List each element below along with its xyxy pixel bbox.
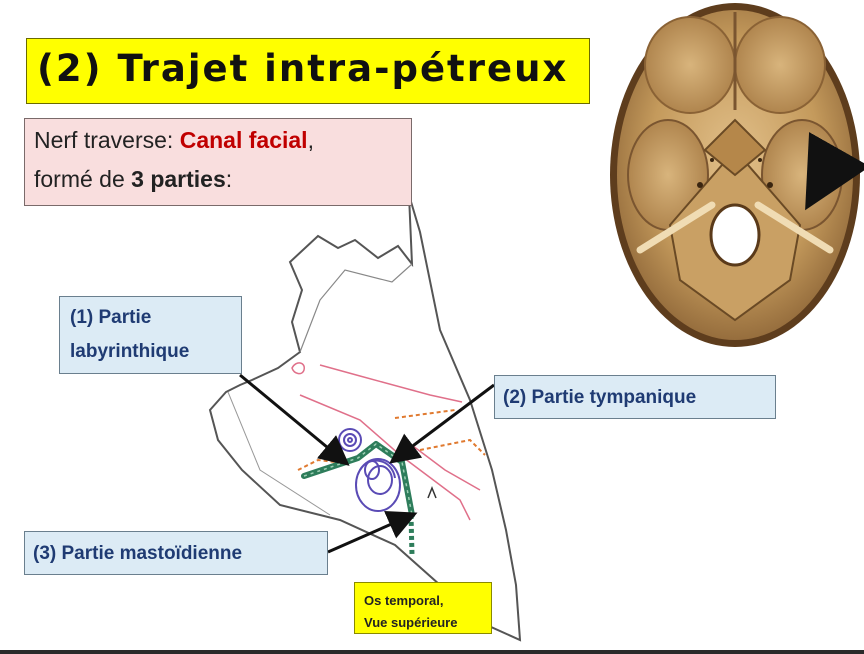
slide-title-box: (2) Trajet intra-pétreux bbox=[26, 38, 590, 104]
label-mastoidienne-text: (3) Partie mastoïdienne bbox=[33, 543, 243, 564]
intro-line-2: formé de 3 parties: bbox=[34, 166, 232, 193]
skull-base-image bbox=[610, 3, 864, 347]
semicircular-canals bbox=[355, 458, 401, 512]
pointer-arrow-icon bbox=[805, 132, 864, 211]
intro-line2-prefix: formé de bbox=[34, 166, 132, 192]
canal-facial-highlight: Canal facial bbox=[179, 127, 308, 153]
label-labyrinthique-line1: (1) Partie bbox=[70, 307, 152, 328]
intro-box: Nerf traverse: Canal facial, formé de 3 … bbox=[24, 118, 412, 206]
label-tympanique-text: (2) Partie tympanique bbox=[503, 387, 697, 408]
intro-line1-suffix: , bbox=[307, 127, 314, 153]
label-partie-labyrinthique: (1) Partie labyrinthique bbox=[59, 296, 242, 374]
bottom-border bbox=[0, 650, 864, 654]
three-parts-bold: 3 parties bbox=[131, 166, 226, 192]
caption-line1: Os temporal, bbox=[364, 593, 444, 608]
intro-line2-suffix: : bbox=[225, 166, 233, 192]
slide-title: (2) Trajet intra-pétreux bbox=[37, 47, 569, 90]
label-partie-tympanique: (2) Partie tympanique bbox=[494, 375, 776, 419]
caption-line2: Vue supérieure bbox=[364, 615, 458, 630]
intro-line-1: Nerf traverse: Canal facial, bbox=[34, 127, 314, 154]
intro-line1-prefix: Nerf traverse: bbox=[34, 127, 180, 153]
leader-lines bbox=[239, 373, 495, 554]
label-partie-mastoidienne: (3) Partie mastoïdienne bbox=[24, 531, 328, 575]
caption-box: Os temporal, Vue supérieure bbox=[354, 582, 492, 634]
label-labyrinthique-line2: labyrinthique bbox=[70, 341, 190, 362]
